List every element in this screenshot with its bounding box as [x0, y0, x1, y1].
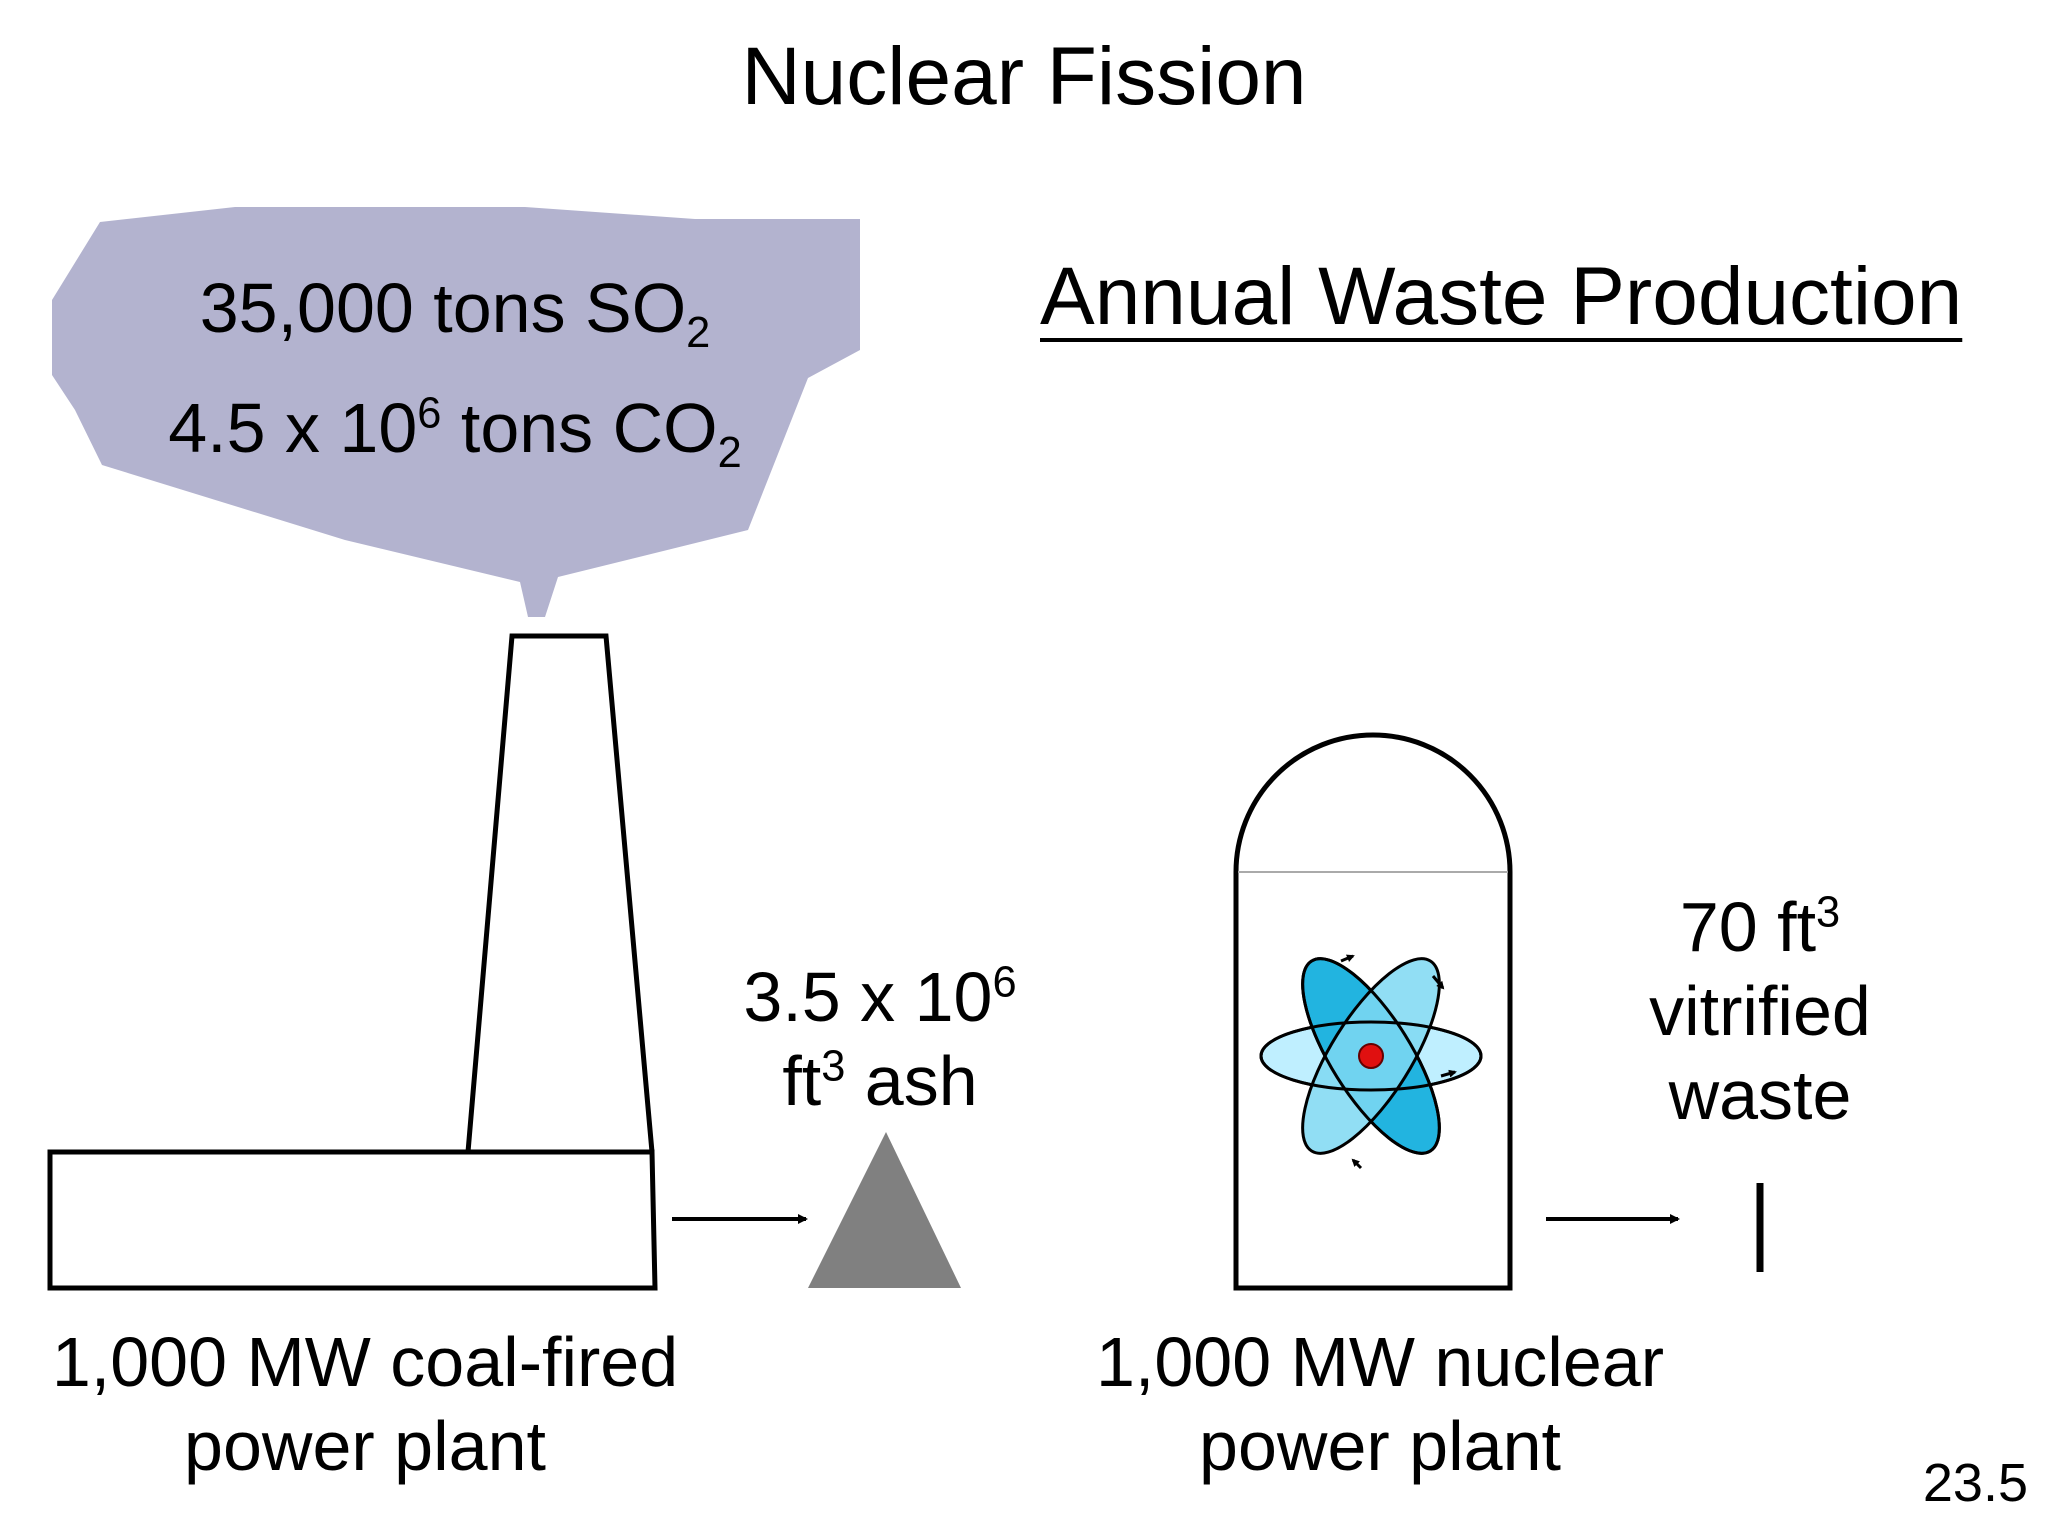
nuclear-plant-label: 1,000 MW nuclear power plant	[1095, 1323, 1665, 1485]
ash-label: 3.5 x 106 ft3 ash	[743, 958, 1017, 1120]
slide-number: 23.5	[1922, 1453, 2028, 1513]
nuclear-waste-label: 70 ft3 vitrified waste	[1649, 888, 1871, 1134]
slide-title: Nuclear Fission	[741, 31, 1307, 122]
nuclear-plant-building	[1233, 732, 1513, 1291]
smokestack	[465, 633, 655, 1153]
atom-icon	[1259, 954, 1483, 1170]
so2-emission-label: 35,000 tons SO2	[199, 269, 711, 357]
coal-plant-label: 1,000 MW coal-fired power plant	[51, 1323, 679, 1485]
section-heading: Annual Waste Production	[1040, 251, 1963, 342]
smoke-cloud	[52, 207, 860, 617]
ash-pile-triangle	[808, 1132, 961, 1288]
coal-plant-building	[47, 1149, 658, 1291]
nucleus	[1358, 1043, 1384, 1069]
co2-emission-label: 4.5 x 106 tons CO2	[168, 389, 742, 477]
